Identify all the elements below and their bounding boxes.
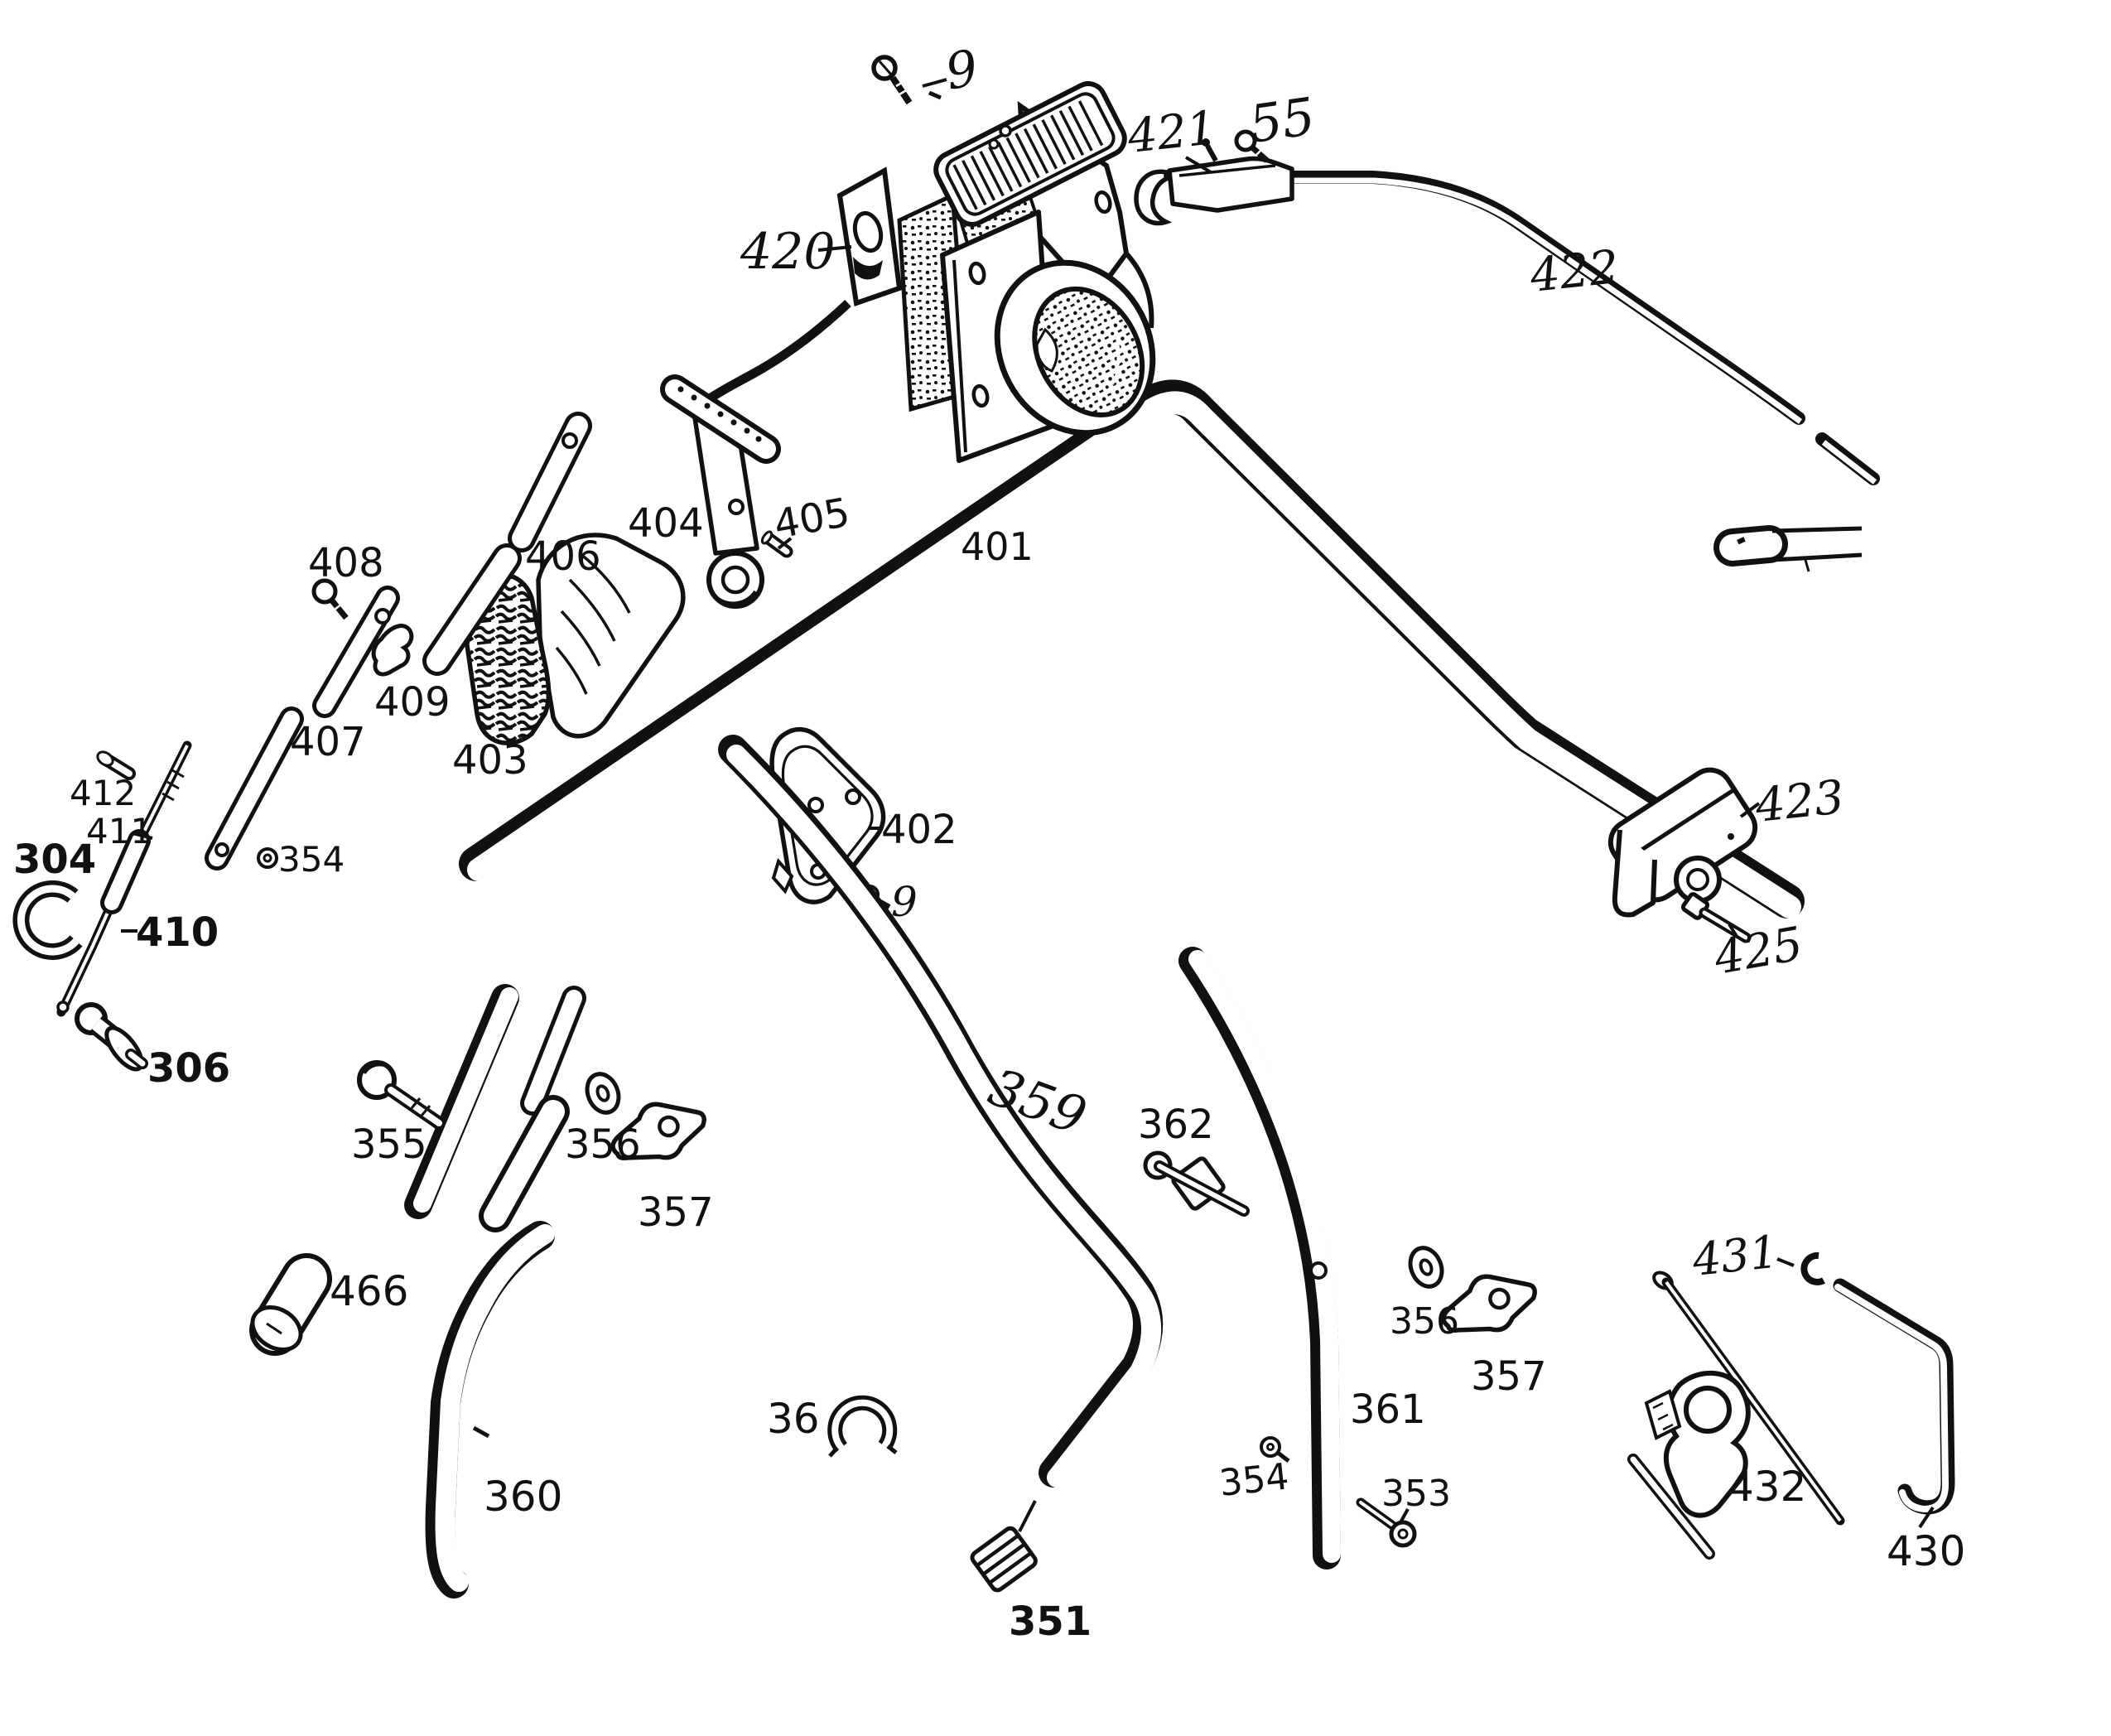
part-label-409: 409 — [374, 679, 451, 726]
part-466-grip — [249, 1253, 332, 1356]
part-425-bolt — [1680, 892, 1752, 943]
part-label-466: 466 — [330, 1267, 408, 1315]
leader-lines — [121, 78, 1935, 1529]
part-label-304: 304 — [13, 837, 96, 883]
screw-55-icon — [1234, 129, 1270, 163]
part-label-408: 408 — [308, 540, 384, 586]
part-411-sleeve — [100, 829, 151, 914]
part-351-cap — [970, 1500, 1038, 1593]
part-label-354: 354 — [1217, 1455, 1291, 1504]
part-label-403: 403 — [452, 737, 528, 784]
part-412-pin — [96, 750, 136, 780]
part-408-screw — [311, 578, 349, 620]
part-label-306: 306 — [147, 1045, 230, 1092]
part-label-356: 356 — [565, 1121, 641, 1168]
part-357-knob-mid — [610, 1102, 706, 1160]
part-354-screw-right — [1260, 1436, 1290, 1463]
part-355-bolt — [357, 1060, 446, 1130]
part-label-354: 354 — [278, 839, 345, 880]
part-label-422: 422 — [1527, 240, 1622, 303]
part-404-bracket — [660, 374, 781, 609]
part-label-9: 9 — [891, 878, 918, 926]
part-401-upper-handle — [459, 379, 1805, 919]
part-label-55: 55 — [1246, 86, 1318, 155]
part-label-431: 431 — [1689, 1225, 1781, 1286]
part-36-clip — [827, 1395, 898, 1458]
part-357-knob-right — [1441, 1274, 1537, 1333]
handle-sleeve-segments — [404, 984, 586, 1232]
part-353-bolt — [1356, 1497, 1417, 1548]
part-label-412: 412 — [70, 773, 136, 813]
part-430-rod — [1833, 1278, 1955, 1515]
part-359-lower-handle — [718, 735, 1163, 1488]
part-423-clamp — [1607, 767, 1758, 918]
part-label-357: 357 — [1471, 1353, 1547, 1400]
part-432-bracket — [1627, 1370, 1751, 1560]
part-360-tube — [425, 1221, 555, 1599]
part-356-washer-mid — [585, 1072, 621, 1115]
part-label-407: 407 — [290, 719, 366, 765]
part-405-pin — [760, 530, 793, 558]
part-label-420: 420 — [740, 223, 836, 281]
cable-end-fitting — [1713, 525, 1863, 572]
part-label-401: 401 — [961, 524, 1034, 569]
part-label-411: 411 — [86, 811, 152, 851]
part-label-362: 362 — [1138, 1102, 1214, 1148]
part-306-bolt — [75, 1002, 148, 1072]
part-label-404: 404 — [628, 500, 704, 547]
part-362-bolt — [1143, 1150, 1250, 1217]
part-label-357: 357 — [638, 1189, 714, 1236]
part-361-tube — [1178, 947, 1341, 1570]
part-label-410: 410 — [136, 909, 219, 956]
part-label-361: 361 — [1350, 1386, 1426, 1433]
part-label-351: 351 — [1009, 1599, 1092, 1645]
part-label-432: 432 — [1728, 1463, 1806, 1511]
part-label-353: 353 — [1381, 1473, 1451, 1515]
part-356-washer-right — [1408, 1246, 1444, 1289]
part-354-washer-left — [257, 847, 278, 869]
part-label-430: 430 — [1887, 1527, 1965, 1575]
part-label-406: 406 — [525, 533, 601, 580]
part-403-shield — [462, 533, 686, 745]
part-431-rod — [1652, 1251, 1845, 1526]
part-304-clip — [12, 880, 83, 960]
part-406-brace — [422, 412, 592, 676]
part-label-423: 423 — [1752, 770, 1847, 833]
part-407-brace — [205, 586, 400, 870]
part-label-356: 356 — [1390, 1300, 1459, 1343]
engine-housing — [696, 81, 1156, 463]
part-409-clip — [371, 624, 414, 677]
part-label-360: 360 — [484, 1473, 562, 1521]
part-label-402: 402 — [881, 807, 957, 853]
screw-9-top-icon — [871, 55, 942, 105]
part-label-355: 355 — [351, 1121, 427, 1168]
part-label-421: 421 — [1125, 101, 1219, 164]
part-label-36: 36 — [767, 1395, 820, 1443]
